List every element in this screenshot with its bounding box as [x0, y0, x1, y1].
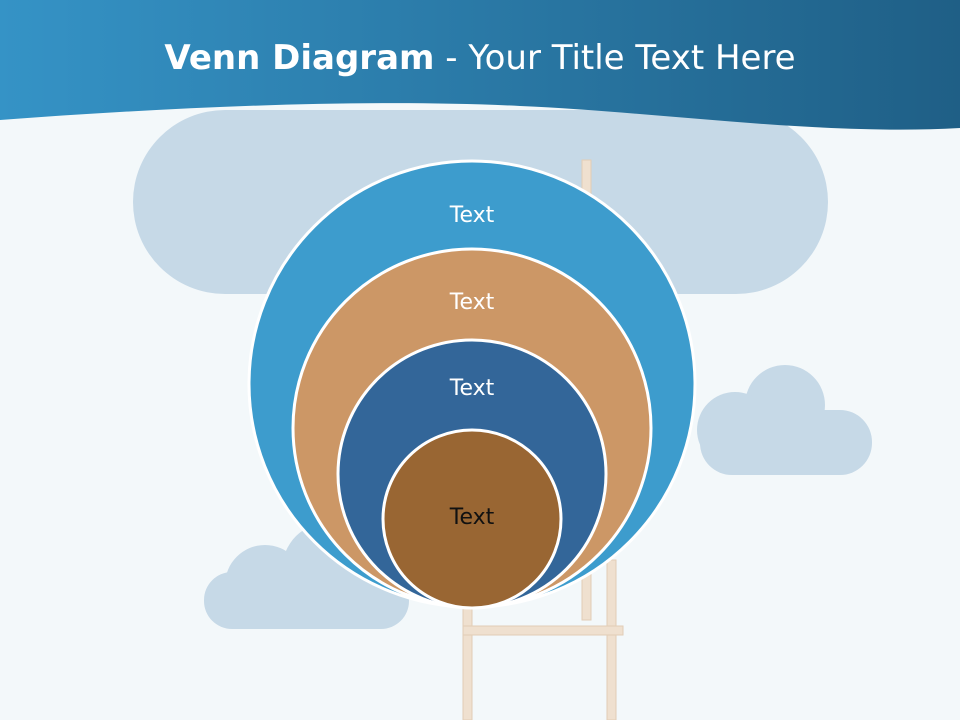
venn-circle-inner — [381, 428, 563, 610]
header-band — [0, 0, 960, 130]
cloud-left — [204, 522, 409, 629]
slide-title: Venn Diagram - Your Title Text Here — [0, 38, 960, 78]
venn-diagram — [247, 159, 697, 610]
venn-label-inner: Text — [449, 505, 495, 530]
venn-label-second: Text — [449, 290, 495, 315]
title-bold: Venn Diagram — [164, 38, 435, 78]
venn-label-outer: Text — [449, 203, 495, 228]
cloud-right — [697, 365, 872, 475]
venn-label-third: Text — [449, 376, 495, 401]
title-rest: - Your Title Text Here — [434, 38, 796, 78]
